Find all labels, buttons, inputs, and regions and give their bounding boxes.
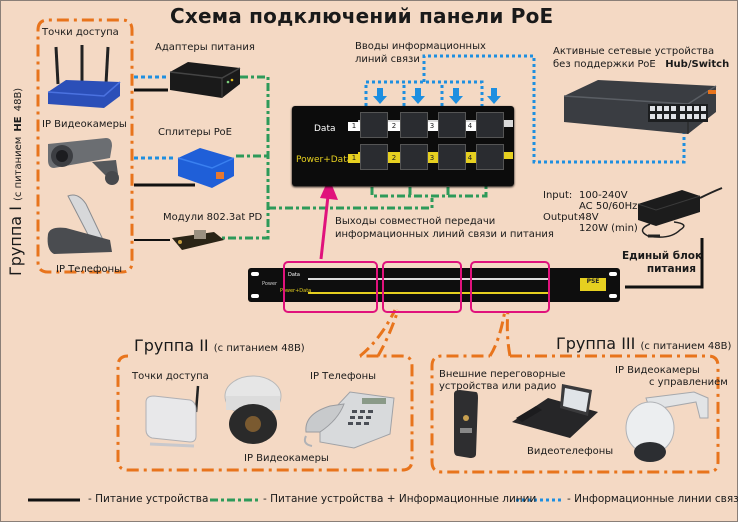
inputs-label-line1: Вводы информационных	[355, 41, 486, 52]
group2-outline	[116, 354, 414, 472]
psu-title-line1: Единый блок	[622, 250, 703, 262]
switch-image	[558, 78, 718, 138]
data-port-num-4: 4	[464, 122, 476, 131]
poe-panel-closeup: Data Power+Data 1 2 3 4 1 2 3 4	[292, 106, 514, 186]
group3-label: Группа III (с питанием 48В)	[556, 334, 732, 353]
power-supply-image	[630, 184, 724, 244]
ip-phone-image	[46, 194, 118, 256]
rj45-port	[360, 144, 388, 170]
wifi-ap-image	[142, 384, 204, 448]
group1-outline	[36, 18, 134, 274]
group1-access-points-label: Точки доступа	[42, 27, 119, 38]
pd-port-num-2: 2	[388, 154, 400, 163]
ptz-camera-image	[624, 388, 710, 466]
power-adapters-label: Адаптеры питания	[155, 42, 255, 53]
group1-label: Группа I (с питанием НЕ 48В)	[6, 87, 25, 276]
group3-videophones-label: Видеотелефоны	[527, 446, 614, 457]
inputs-label-line2: линий связи	[355, 54, 420, 65]
psu-input-label: Input:	[543, 190, 573, 201]
pd-port-num-4: 4	[464, 154, 476, 163]
pse-badge: PSE	[580, 278, 606, 291]
rj45-port	[438, 144, 466, 170]
psu-input-value2: AC 50/60Hz	[579, 201, 638, 212]
legend-item-data: - Информационные линии связи	[567, 493, 738, 505]
psu-title-line2: питания	[646, 263, 696, 275]
group2-pointer	[359, 309, 400, 358]
psu-output-label: Output:	[543, 212, 582, 223]
rj45-port	[476, 112, 504, 138]
rack-poe-panel: Power Data Power+Data PSE	[248, 268, 620, 302]
switch-label-line1: Активные сетевые устройства	[553, 46, 715, 57]
group2-access-points-label: Точки доступа	[132, 371, 209, 382]
input-arrows	[373, 88, 501, 104]
psu-output-value1: 48V	[579, 212, 599, 223]
group2-phones-label: IP Телефоны	[310, 371, 377, 382]
data-port-num-3: 3	[426, 122, 438, 131]
poe-splitter-image	[174, 144, 238, 190]
rack-data-label: Data	[288, 272, 300, 278]
outputs-label-line1: Выходы совместной передачи	[335, 216, 496, 227]
rj45-port	[476, 144, 504, 170]
camera-image	[44, 134, 124, 188]
group2-cameras-label: IP Видеокамеры	[244, 453, 329, 464]
desk-phone-image	[300, 384, 398, 452]
video-phone-image	[508, 378, 600, 440]
psu-output-value2: 120W (min)	[579, 223, 638, 234]
poe-splitters-label: Сплитеры PoE	[158, 127, 232, 138]
port-group-highlight-3	[470, 261, 550, 313]
rack-power-data-label: Power+Data	[280, 288, 312, 294]
group1-phones-label: IP Телефоны	[56, 264, 123, 275]
rj45-port	[400, 112, 428, 138]
group1-cameras-label: IP Видеокамеры	[42, 119, 127, 130]
group3-intercom-label-line2: устройства или радио	[439, 381, 557, 392]
pd-module-image	[170, 228, 226, 252]
group2-label: Группа II (с питанием 48В)	[134, 336, 305, 355]
group3-pointer	[488, 309, 512, 357]
switch-label-line2: без поддержки PoE Hub/Switch	[553, 59, 730, 70]
group3-ptz-label-line2: с управлением	[649, 377, 728, 388]
port-group-highlight-1	[283, 261, 378, 313]
group3-ptz-label-line1: IP Видеокамеры	[615, 365, 700, 376]
rack-power-label: Power	[262, 281, 278, 287]
psu-input-value1: 100-240V	[579, 190, 628, 201]
rj45-port	[438, 112, 466, 138]
data-port-num-1: 1	[348, 122, 360, 131]
legend-item-power-data: - Питание устройства + Информационные ли…	[263, 493, 537, 505]
group3-outline	[430, 354, 720, 474]
port-group-highlight-2	[382, 261, 462, 313]
power-adapter-image	[166, 58, 242, 102]
row-data-label: Data	[314, 124, 336, 134]
rj45-port	[400, 144, 428, 170]
intercom-image	[452, 390, 480, 458]
legend-item-power: - Питание устройства	[88, 493, 209, 505]
data-port-num-2: 2	[388, 122, 400, 131]
diagram-title: Схема подключений панели PoE	[170, 4, 554, 28]
row-power-data-label: Power+Data	[296, 155, 353, 165]
rj45-port	[360, 112, 388, 138]
outputs-label-line2: информационных линий связи и питания	[335, 229, 554, 240]
pd-port-num-3: 3	[426, 154, 438, 163]
router-image	[46, 42, 122, 110]
dome-camera-image	[222, 372, 284, 448]
group3-intercom-label-line1: Внешние переговорные	[439, 369, 566, 380]
pd-port-num-1: 1	[348, 154, 360, 163]
pd-modules-label: Модули 802.3at PD	[163, 212, 263, 223]
